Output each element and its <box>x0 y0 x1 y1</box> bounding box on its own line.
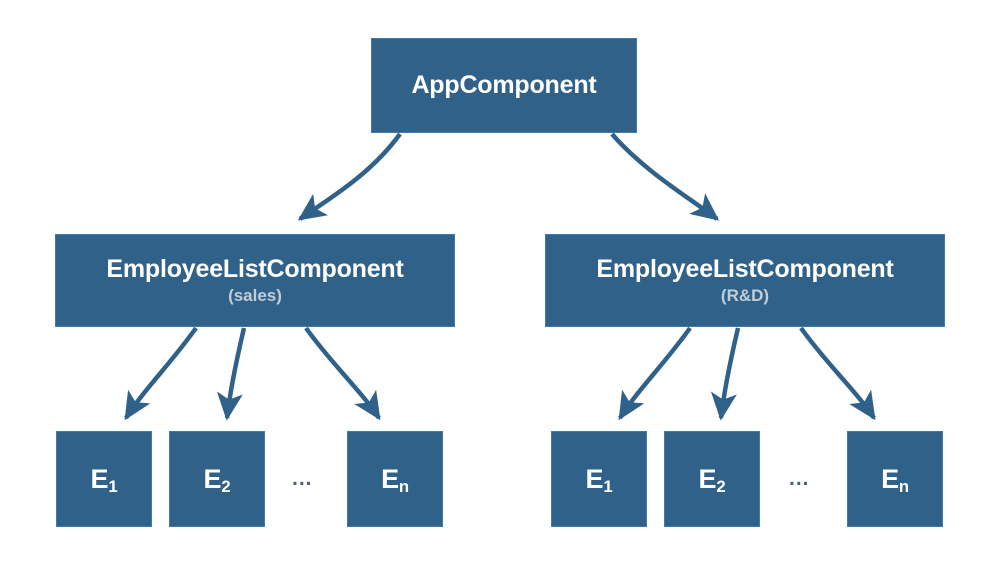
node-employee-left-2-index: 2 <box>221 476 231 496</box>
edge-rnd-to-en <box>799 326 876 421</box>
node-employee-list-component-rnd-sublabel: (R&D) <box>720 286 770 306</box>
edge-app-to-sales <box>297 132 402 221</box>
node-employee-left-2-symbol: E <box>203 463 222 494</box>
node-employee-left-1-index: 1 <box>108 476 118 496</box>
node-app-component-label: AppComponent <box>411 71 597 100</box>
node-employee-right-1[interactable]: E1 <box>551 431 647 527</box>
node-employee-right-n-symbol: E <box>881 463 899 494</box>
node-employee-right-n-label: En <box>881 463 909 496</box>
edge-sales-to-e1 <box>124 326 198 421</box>
edge-sales-to-en <box>304 326 381 421</box>
node-employee-left-n-symbol: E <box>381 463 399 494</box>
node-employee-left-1-symbol: E <box>90 463 109 494</box>
ellipsis-right: ... <box>789 467 810 490</box>
ellipsis-left: ... <box>292 467 313 490</box>
edge-rnd-to-e1 <box>618 326 692 421</box>
edge-sales-to-e2 <box>216 327 247 421</box>
node-employee-left-2[interactable]: E2 <box>169 431 265 527</box>
node-employee-right-2-index: 2 <box>716 476 726 496</box>
node-employee-list-component-rnd[interactable]: EmployeeListComponent (R&D) <box>545 234 945 327</box>
edge-rnd-to-e2 <box>710 327 741 421</box>
node-employee-left-1[interactable]: E1 <box>56 431 152 527</box>
node-employee-right-2[interactable]: E2 <box>664 431 760 527</box>
node-employee-list-component-sales-label: EmployeeListComponent <box>106 254 404 283</box>
node-employee-left-n-index: n <box>398 476 409 496</box>
node-employee-right-2-label: E2 <box>698 463 726 496</box>
node-employee-left-2-label: E2 <box>203 463 231 496</box>
node-employee-right-n-index: n <box>898 476 909 496</box>
node-employee-list-component-rnd-label: EmployeeListComponent <box>596 254 894 283</box>
node-employee-left-n[interactable]: En <box>347 431 443 527</box>
node-employee-list-component-sales-sublabel: (sales) <box>228 286 282 306</box>
node-employee-right-1-label: E1 <box>585 463 613 496</box>
edge-app-to-rnd <box>610 132 720 221</box>
node-employee-list-component-sales[interactable]: EmployeeListComponent (sales) <box>55 234 455 327</box>
node-employee-right-2-symbol: E <box>698 463 717 494</box>
node-employee-right-1-index: 1 <box>603 476 613 496</box>
node-employee-right-n[interactable]: En <box>847 431 943 527</box>
node-employee-right-1-symbol: E <box>585 463 604 494</box>
node-app-component[interactable]: AppComponent <box>371 38 637 133</box>
node-employee-left-1-label: E1 <box>90 463 118 496</box>
node-employee-left-n-label: En <box>381 463 409 496</box>
